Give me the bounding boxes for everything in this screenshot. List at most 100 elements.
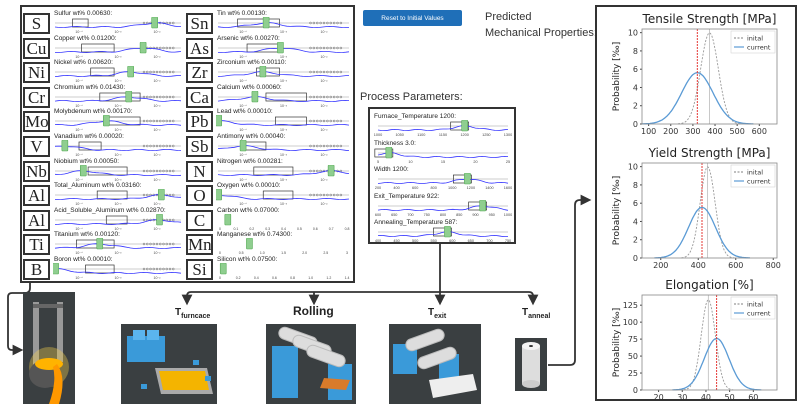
tick-label: 850 [456,213,462,217]
outlier-point [322,95,326,98]
element-label: Calcium wt% 0.00060: [217,83,282,91]
element-symbol: Al [23,209,50,231]
slider-handle [61,140,69,152]
outlier-point [319,46,322,49]
slider-handle [79,164,87,176]
box-plot [99,92,141,102]
tick-label: 0.4 [281,227,286,231]
tick-label: 10⁻³ [115,79,123,83]
element-label: Boron wt% 0.00010: [54,256,113,263]
chart-title: Elongation [%] [665,278,753,292]
furnace-image [121,324,217,404]
slider-handle [151,17,158,29]
rolling-mill-image [266,324,356,404]
tick-label: 10⁻² [154,251,162,255]
outlier-point [339,21,343,25]
kde-curve [54,71,182,78]
kde-curve [377,204,509,211]
outlier-point [168,46,172,49]
outlier-point [322,144,326,148]
outlier-point [168,169,172,172]
y-tick-label: 4 [633,83,638,92]
outlier-point [316,193,319,197]
outlier-point [329,95,332,98]
outlier-point [142,243,146,246]
tick-label: 10⁻² [154,55,162,59]
outlier-point [146,193,149,197]
legend-label: inital [747,169,763,177]
outlier-point [332,70,336,74]
series-inital [681,166,735,259]
reset-button[interactable]: Reset to Initial Values [363,10,462,26]
label-main: T [522,307,529,318]
tick-label: 10⁻² [154,178,162,182]
y-tick-label: 50 [628,352,638,361]
outlier-point [336,70,339,74]
tick-label: 10⁻² [154,30,162,34]
outlier-point [149,95,152,98]
outlier-point [165,169,168,172]
outlier-point [142,193,146,197]
outlier-point [316,21,319,25]
tick-label: 10⁻³ [280,178,288,182]
outlier-point [155,120,159,123]
outlier-point [172,95,175,98]
slider-handle [139,41,147,53]
tick-label: 10⁻⁴ [75,128,83,132]
tick-label: 950 [489,213,495,217]
tick-label: 10⁻² [321,178,329,182]
outlier-point [172,144,175,148]
x-tick-label: 300 [685,127,700,136]
tick-label: 1150 [439,133,447,137]
element-label: Antimony wt% 0.00040: [217,133,286,140]
tick-label: 1.0 [260,251,265,255]
tick-label: 750 [424,213,430,217]
kde-curve [54,47,182,53]
label-main: T [428,307,435,318]
tick-label: 10⁻³ [280,128,288,132]
tick-label: 10⁻³ [280,30,288,34]
x-tick-label: 600 [728,261,743,270]
box-plot [85,264,115,274]
outlier-point [312,70,316,74]
tick-label: 650 [468,239,474,243]
outlier-point [168,267,172,271]
tick-label: 10⁻² [154,104,162,108]
tick-label: 1300 [504,133,512,137]
outlier-point [326,144,329,148]
slider-handle [216,115,222,127]
